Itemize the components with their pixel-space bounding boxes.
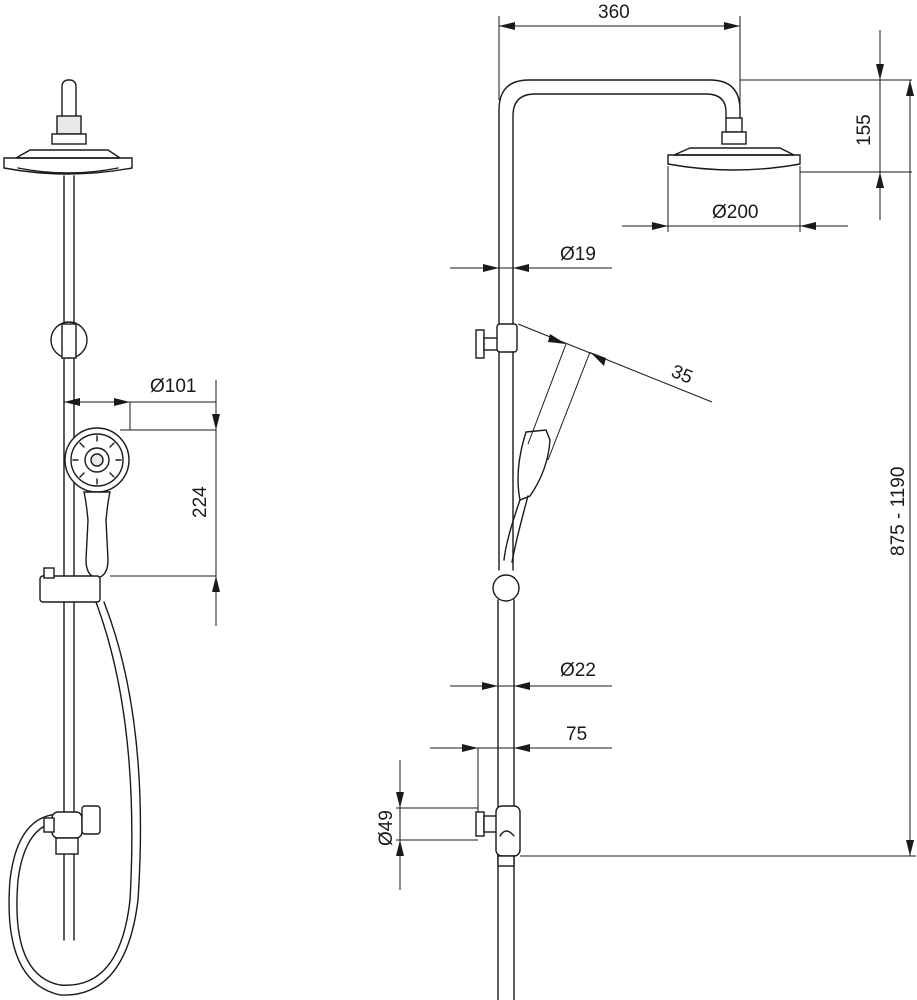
front-wall-bracket bbox=[50, 321, 88, 359]
front-hand-shower bbox=[64, 427, 130, 579]
arm-length-label: 360 bbox=[598, 2, 630, 23]
dim-rail-upper-diameter: Ø19 bbox=[450, 244, 612, 272]
dim-overall-height: 875 - 1190 bbox=[520, 80, 916, 857]
front-diverter bbox=[43, 805, 101, 855]
side-view bbox=[475, 79, 801, 1000]
angle-offset-label: 35 bbox=[668, 361, 695, 388]
head-diameter-label: Ø200 bbox=[712, 202, 758, 223]
side-rail bbox=[498, 79, 743, 331]
side-lower-rail bbox=[497, 351, 515, 1000]
rail-upper-diameter-label: Ø19 bbox=[560, 244, 596, 265]
hand-shower-diameter-label: Ø101 bbox=[150, 376, 196, 397]
side-ball-joint bbox=[492, 574, 520, 602]
connector-diameter-label: Ø49 bbox=[376, 810, 397, 846]
side-shower-head bbox=[667, 131, 801, 171]
side-diverter bbox=[475, 805, 521, 867]
side-hand-shower bbox=[503, 429, 551, 563]
front-top-inlet bbox=[51, 79, 87, 145]
front-view bbox=[3, 79, 142, 996]
wall-offset-label: 75 bbox=[566, 724, 587, 745]
front-shower-head bbox=[3, 149, 133, 175]
rail-lower-diameter-label: Ø22 bbox=[560, 660, 596, 681]
dim-head-diameter: Ø200 bbox=[622, 166, 848, 232]
side-slider-knob bbox=[475, 323, 518, 359]
dim-wall-offset: 75 bbox=[430, 724, 612, 812]
dim-hand-shower-length: 224 bbox=[110, 414, 220, 592]
hand-shower-length-label: 224 bbox=[190, 486, 211, 518]
dim-head-height: 155 bbox=[740, 30, 912, 220]
head-height-label: 155 bbox=[854, 114, 875, 146]
dim-rail-lower-diameter: Ø22 bbox=[450, 660, 612, 690]
dim-connector-diameter: Ø49 bbox=[376, 760, 478, 890]
front-hose bbox=[8, 601, 142, 996]
dim-arm-length: 360 bbox=[498, 2, 741, 112]
overall-height-label: 875 - 1190 bbox=[888, 467, 909, 556]
front-slider bbox=[39, 567, 101, 603]
